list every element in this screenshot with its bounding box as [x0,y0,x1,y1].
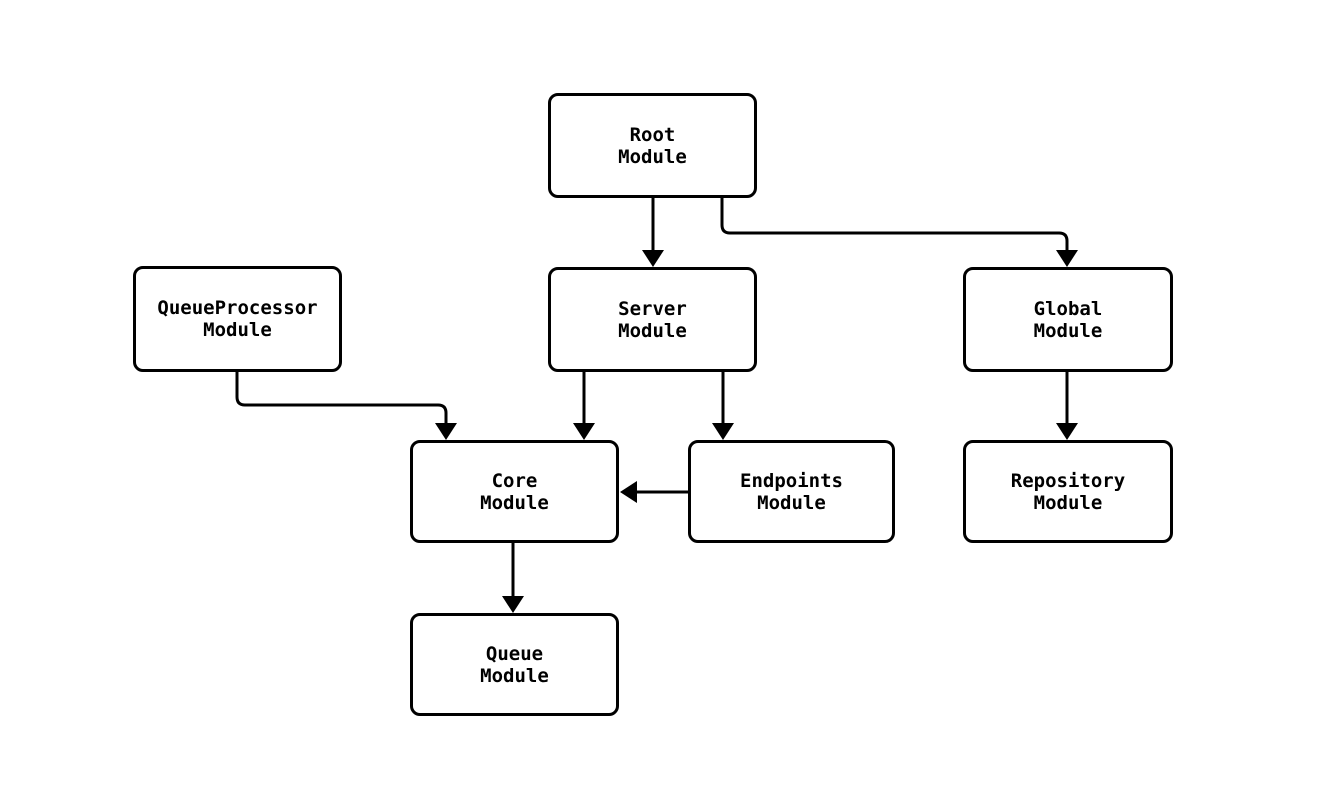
arrowhead-root-to-server [642,250,664,267]
node-label: Server Module [618,297,687,342]
node-label: Root Module [618,123,687,168]
node-label: Core Module [480,469,549,514]
edge-root-to-global [720,198,1069,251]
arrowhead-server-to-core [573,423,595,440]
node-root-module: Root Module [548,93,757,198]
edge-queueprocessor-to-core [235,372,448,424]
arrowhead-global-to-repository [1056,423,1078,440]
node-queueprocessor-module: QueueProcessor Module [133,266,342,372]
node-server-module: Server Module [548,267,757,372]
node-label: Repository Module [1010,469,1126,514]
arrowhead-root-to-global [1056,250,1078,267]
arrowhead-core-to-queue [502,596,524,613]
node-label: Endpoints Module [740,469,843,514]
node-label: Queue Module [480,642,549,687]
node-repository-module: Repository Module [963,440,1173,543]
node-global-module: Global Module [963,267,1173,372]
arrowhead-server-to-endpoints [712,423,734,440]
node-label: QueueProcessor Module [157,297,318,341]
arrowhead-queueprocessor-to-core [435,423,457,440]
node-core-module: Core Module [410,440,619,543]
node-label: Global Module [1033,297,1103,342]
node-queue-module: Queue Module [410,613,619,716]
node-endpoints-module: Endpoints Module [688,440,895,543]
arrowhead-endpoints-to-core [620,481,637,503]
